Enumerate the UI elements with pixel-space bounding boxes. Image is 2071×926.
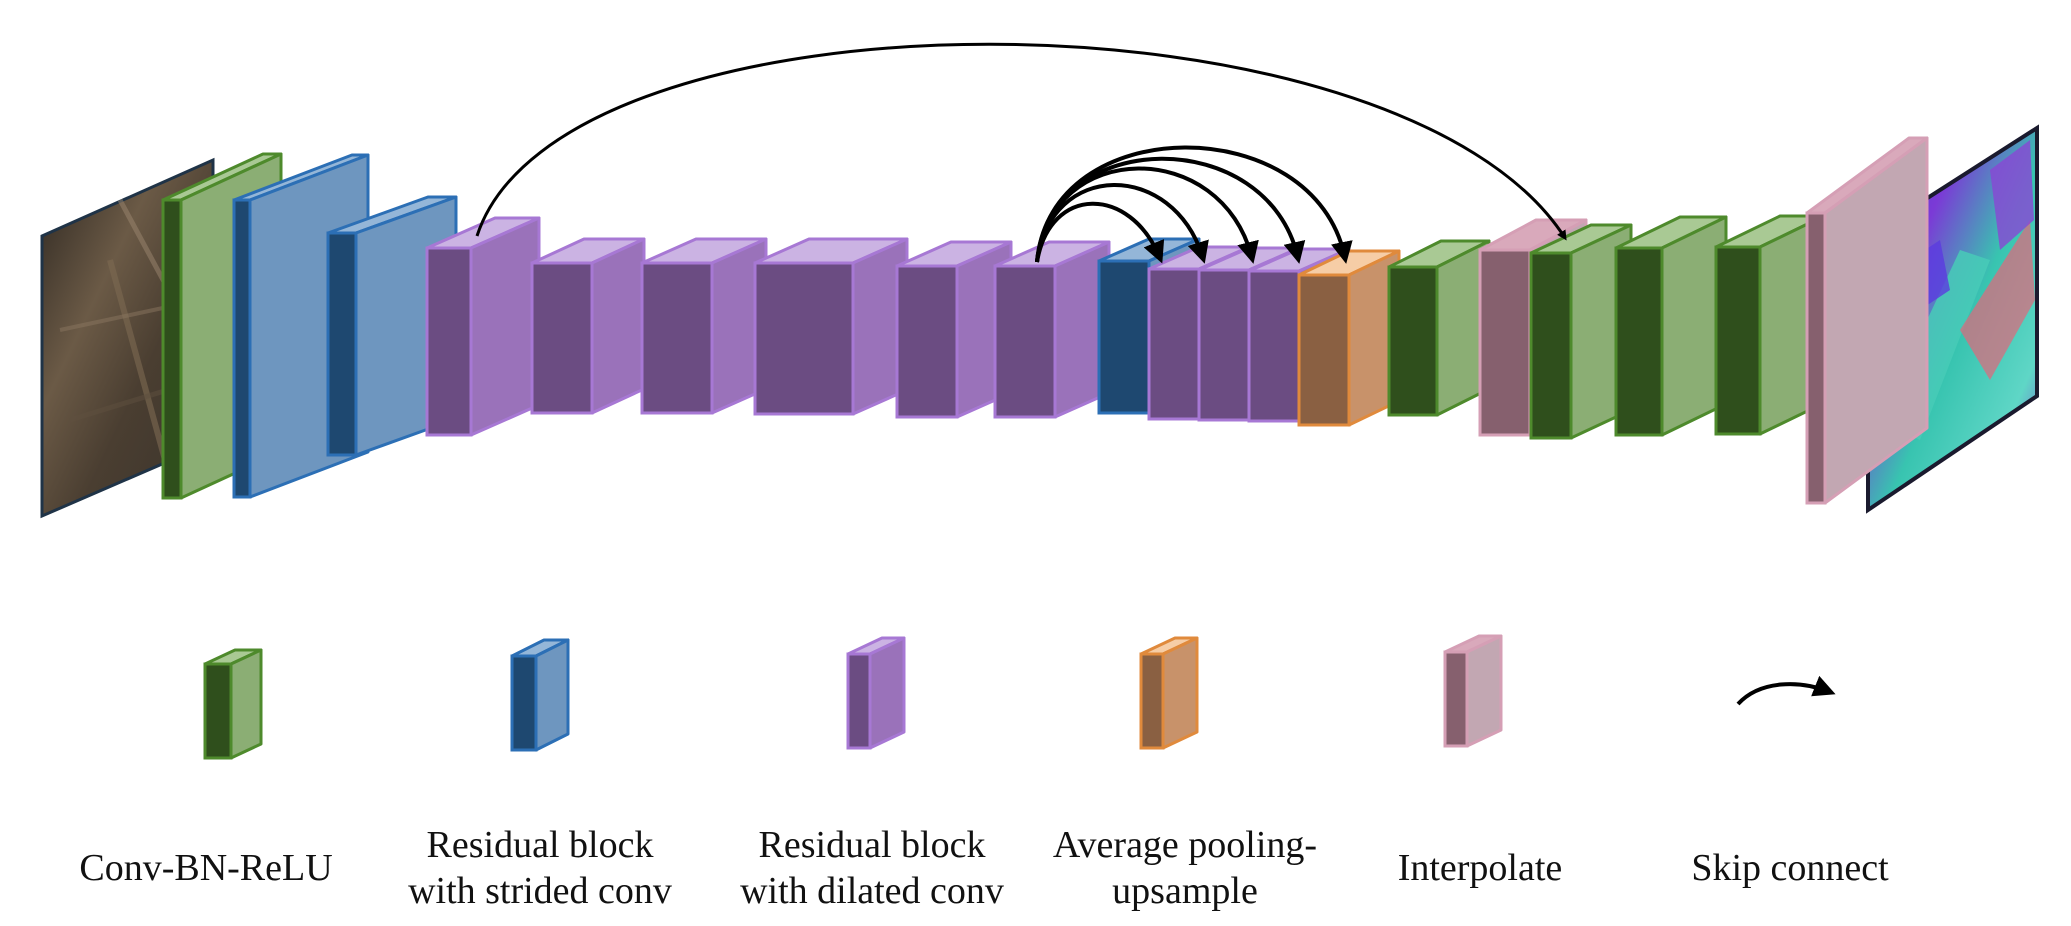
residual-dilated-block-2	[530, 237, 646, 415]
legend-icon-residual-strided	[510, 638, 570, 752]
network-blocks	[161, 136, 1929, 505]
residual-dilated-block-1	[425, 216, 541, 437]
legend-label-conv-bn-relu: Conv-BN-ReLU	[79, 847, 333, 889]
legend-icon-residual-dilated	[846, 636, 906, 750]
residual-dilated-block-6	[993, 240, 1111, 419]
skip-arrow-icon	[1736, 675, 1836, 706]
legend-label-residual-strided: Residual block with strided conv	[408, 824, 672, 912]
interpolate-block-2	[1805, 136, 1929, 505]
legend-icon-interpolate	[1443, 634, 1503, 748]
skip-connections	[475, 42, 1567, 264]
legend-label-residual-dilated: Residual block with dilated conv	[740, 824, 1004, 912]
legend-label-average-pooling-upsample: Average pooling- upsample	[1052, 824, 1318, 912]
legend-label-interpolate: Interpolate	[1397, 847, 1563, 889]
conv-bn-relu-block-2	[1387, 239, 1491, 417]
legend-icon-conv-bn-relu	[203, 648, 263, 760]
conv-bn-relu-block-4	[1614, 215, 1728, 437]
short-skip-connection-arrow-5	[1035, 145, 1353, 264]
legend-label-skip-connect: Skip connect	[1691, 847, 1889, 889]
residual-dilated-block-4	[753, 237, 909, 416]
legend-icons	[203, 634, 1836, 760]
residual-dilated-block-3	[640, 237, 768, 415]
long-skip-connection-arrow	[475, 42, 1567, 241]
legend-icon-average-pooling-upsample	[1139, 636, 1199, 750]
average-pooling-upsample-block	[1297, 249, 1401, 427]
